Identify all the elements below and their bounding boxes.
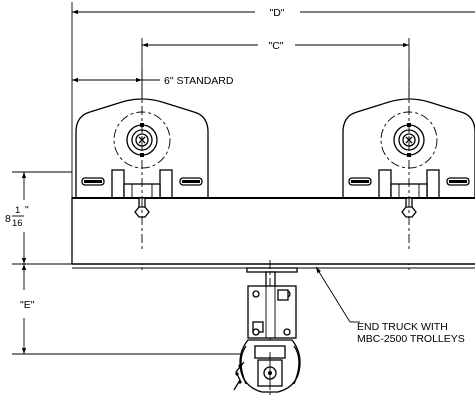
height-denominator-label: 16 [12,218,23,229]
dimension-d-label: "D" [269,7,284,19]
standard-offset-label: 6" STANDARD [164,75,234,87]
callout-line-1: END TRUCK WITH [357,321,448,333]
height-whole-label: 8 [5,213,11,225]
height-numerator-label: 1 [15,205,20,216]
callout-line-2: MBC-2500 TROLLEYS [357,333,465,345]
dimension-c-label: "C" [268,40,283,52]
dimension-e-label: "E" [20,299,35,311]
height-inch-mark: " [25,204,29,216]
